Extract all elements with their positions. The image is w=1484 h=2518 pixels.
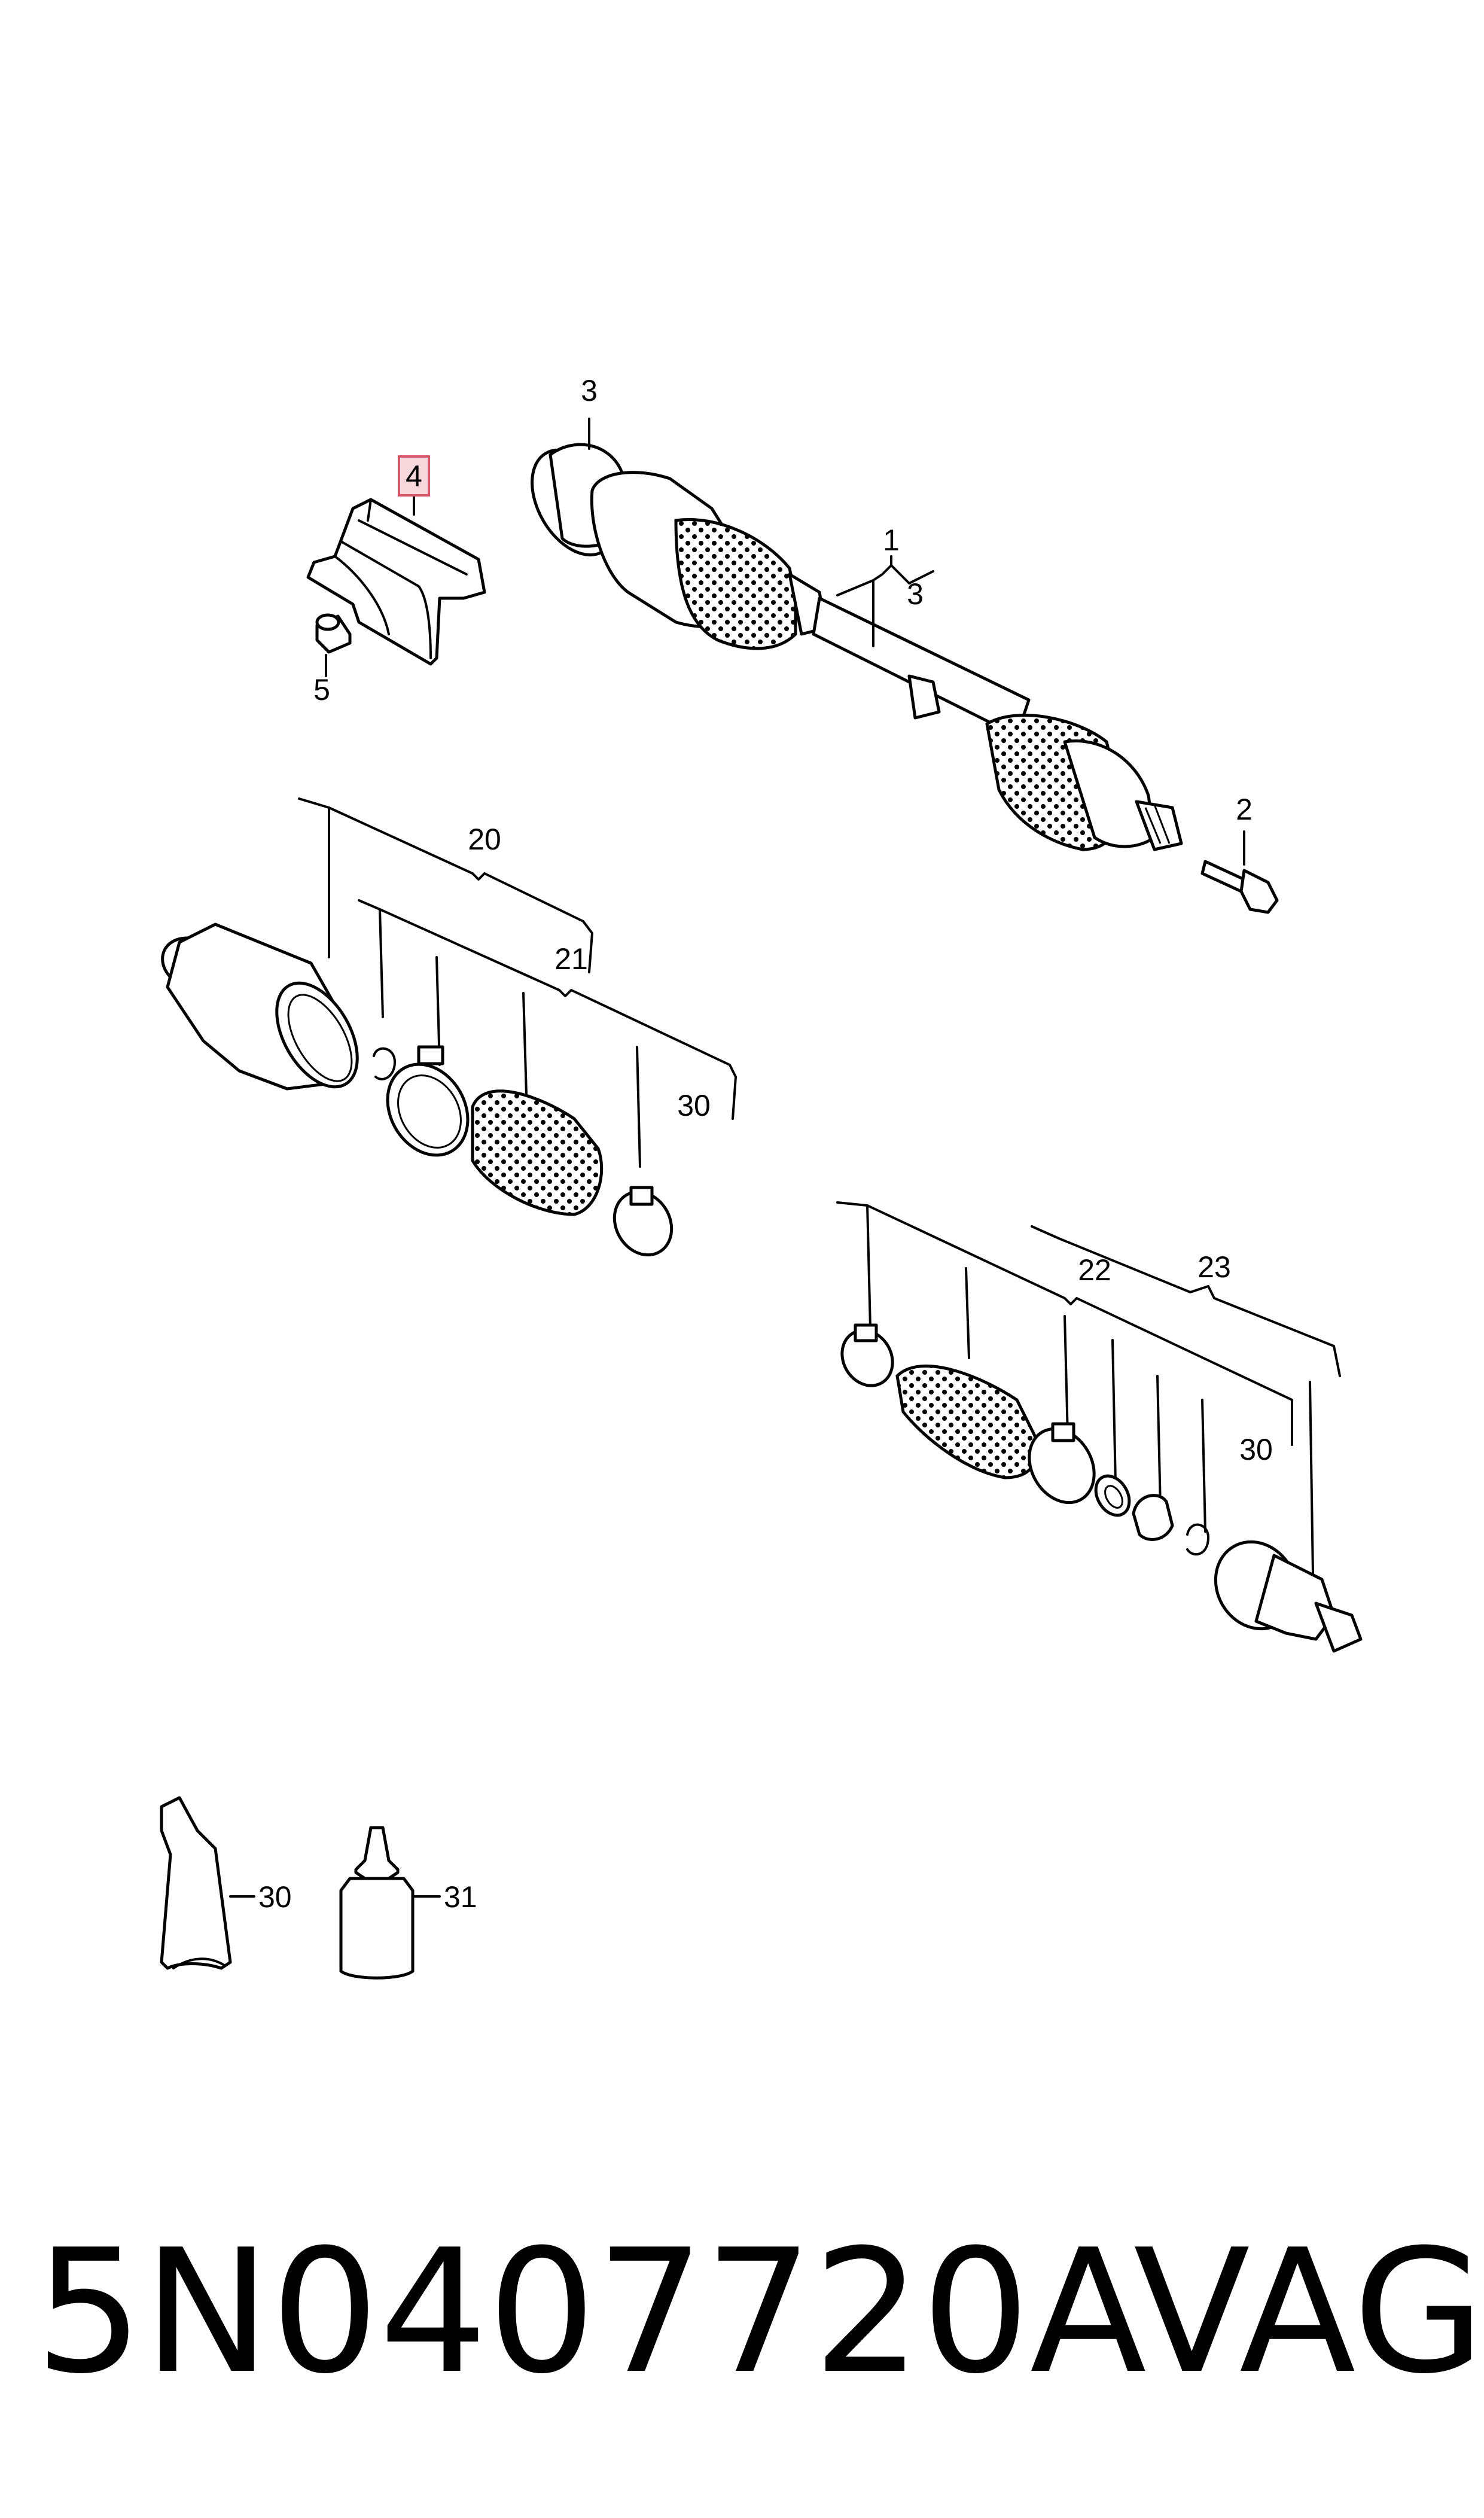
boot-inner[interactable] [471, 1089, 604, 1216]
label-2: 2 [1236, 793, 1253, 826]
label-21: 21 [554, 942, 588, 976]
label-3b: 3 [907, 577, 924, 611]
label-1: 1 [883, 523, 900, 557]
inner-joint-housing[interactable] [154, 922, 374, 1101]
label-3a: 3 [581, 374, 598, 407]
label-30b: 30 [1239, 1433, 1273, 1466]
grease-tube-part-30[interactable] [160, 1796, 232, 1970]
clamp-small-outer[interactable] [832, 1321, 902, 1395]
label-31: 31 [444, 1880, 477, 1914]
label-5: 5 [313, 673, 330, 707]
thrust-washer[interactable] [1132, 1494, 1174, 1541]
outer-joint[interactable] [1200, 1527, 1363, 1653]
circlip-outer[interactable] [1186, 1523, 1209, 1556]
highlight-box-4 [398, 455, 430, 497]
part-number: 5N0407720A [35, 2213, 1147, 2412]
circlip[interactable] [373, 1047, 396, 1080]
bracket-part-22 [836, 1201, 1293, 1533]
bottle-part-31[interactable] [339, 1826, 415, 1980]
clamp-small[interactable] [604, 1182, 683, 1265]
clamp-large-outer[interactable] [1016, 1417, 1107, 1515]
label-4: 4 [406, 459, 422, 493]
plug-part-5[interactable] [315, 613, 352, 654]
clamp-large[interactable] [371, 1045, 483, 1170]
brand-name: VAG [1133, 2213, 1484, 2412]
boot-outer[interactable] [895, 1364, 1038, 1479]
bracket-part-23 [1031, 1225, 1341, 1575]
heat-shield-part-4[interactable] [306, 498, 486, 666]
spacer-ring[interactable] [1089, 1470, 1136, 1521]
label-30a: 30 [677, 1089, 711, 1122]
label-20: 20 [468, 823, 501, 856]
label-23: 23 [1197, 1250, 1231, 1284]
label-30c: 30 [258, 1880, 292, 1914]
bracket-part-20 [298, 797, 593, 973]
bolt-part-2[interactable] [1200, 860, 1279, 914]
drive-shaft-part-1[interactable] [515, 436, 1183, 851]
label-22: 22 [1078, 1253, 1111, 1287]
bracket-part-21 [358, 899, 737, 1168]
